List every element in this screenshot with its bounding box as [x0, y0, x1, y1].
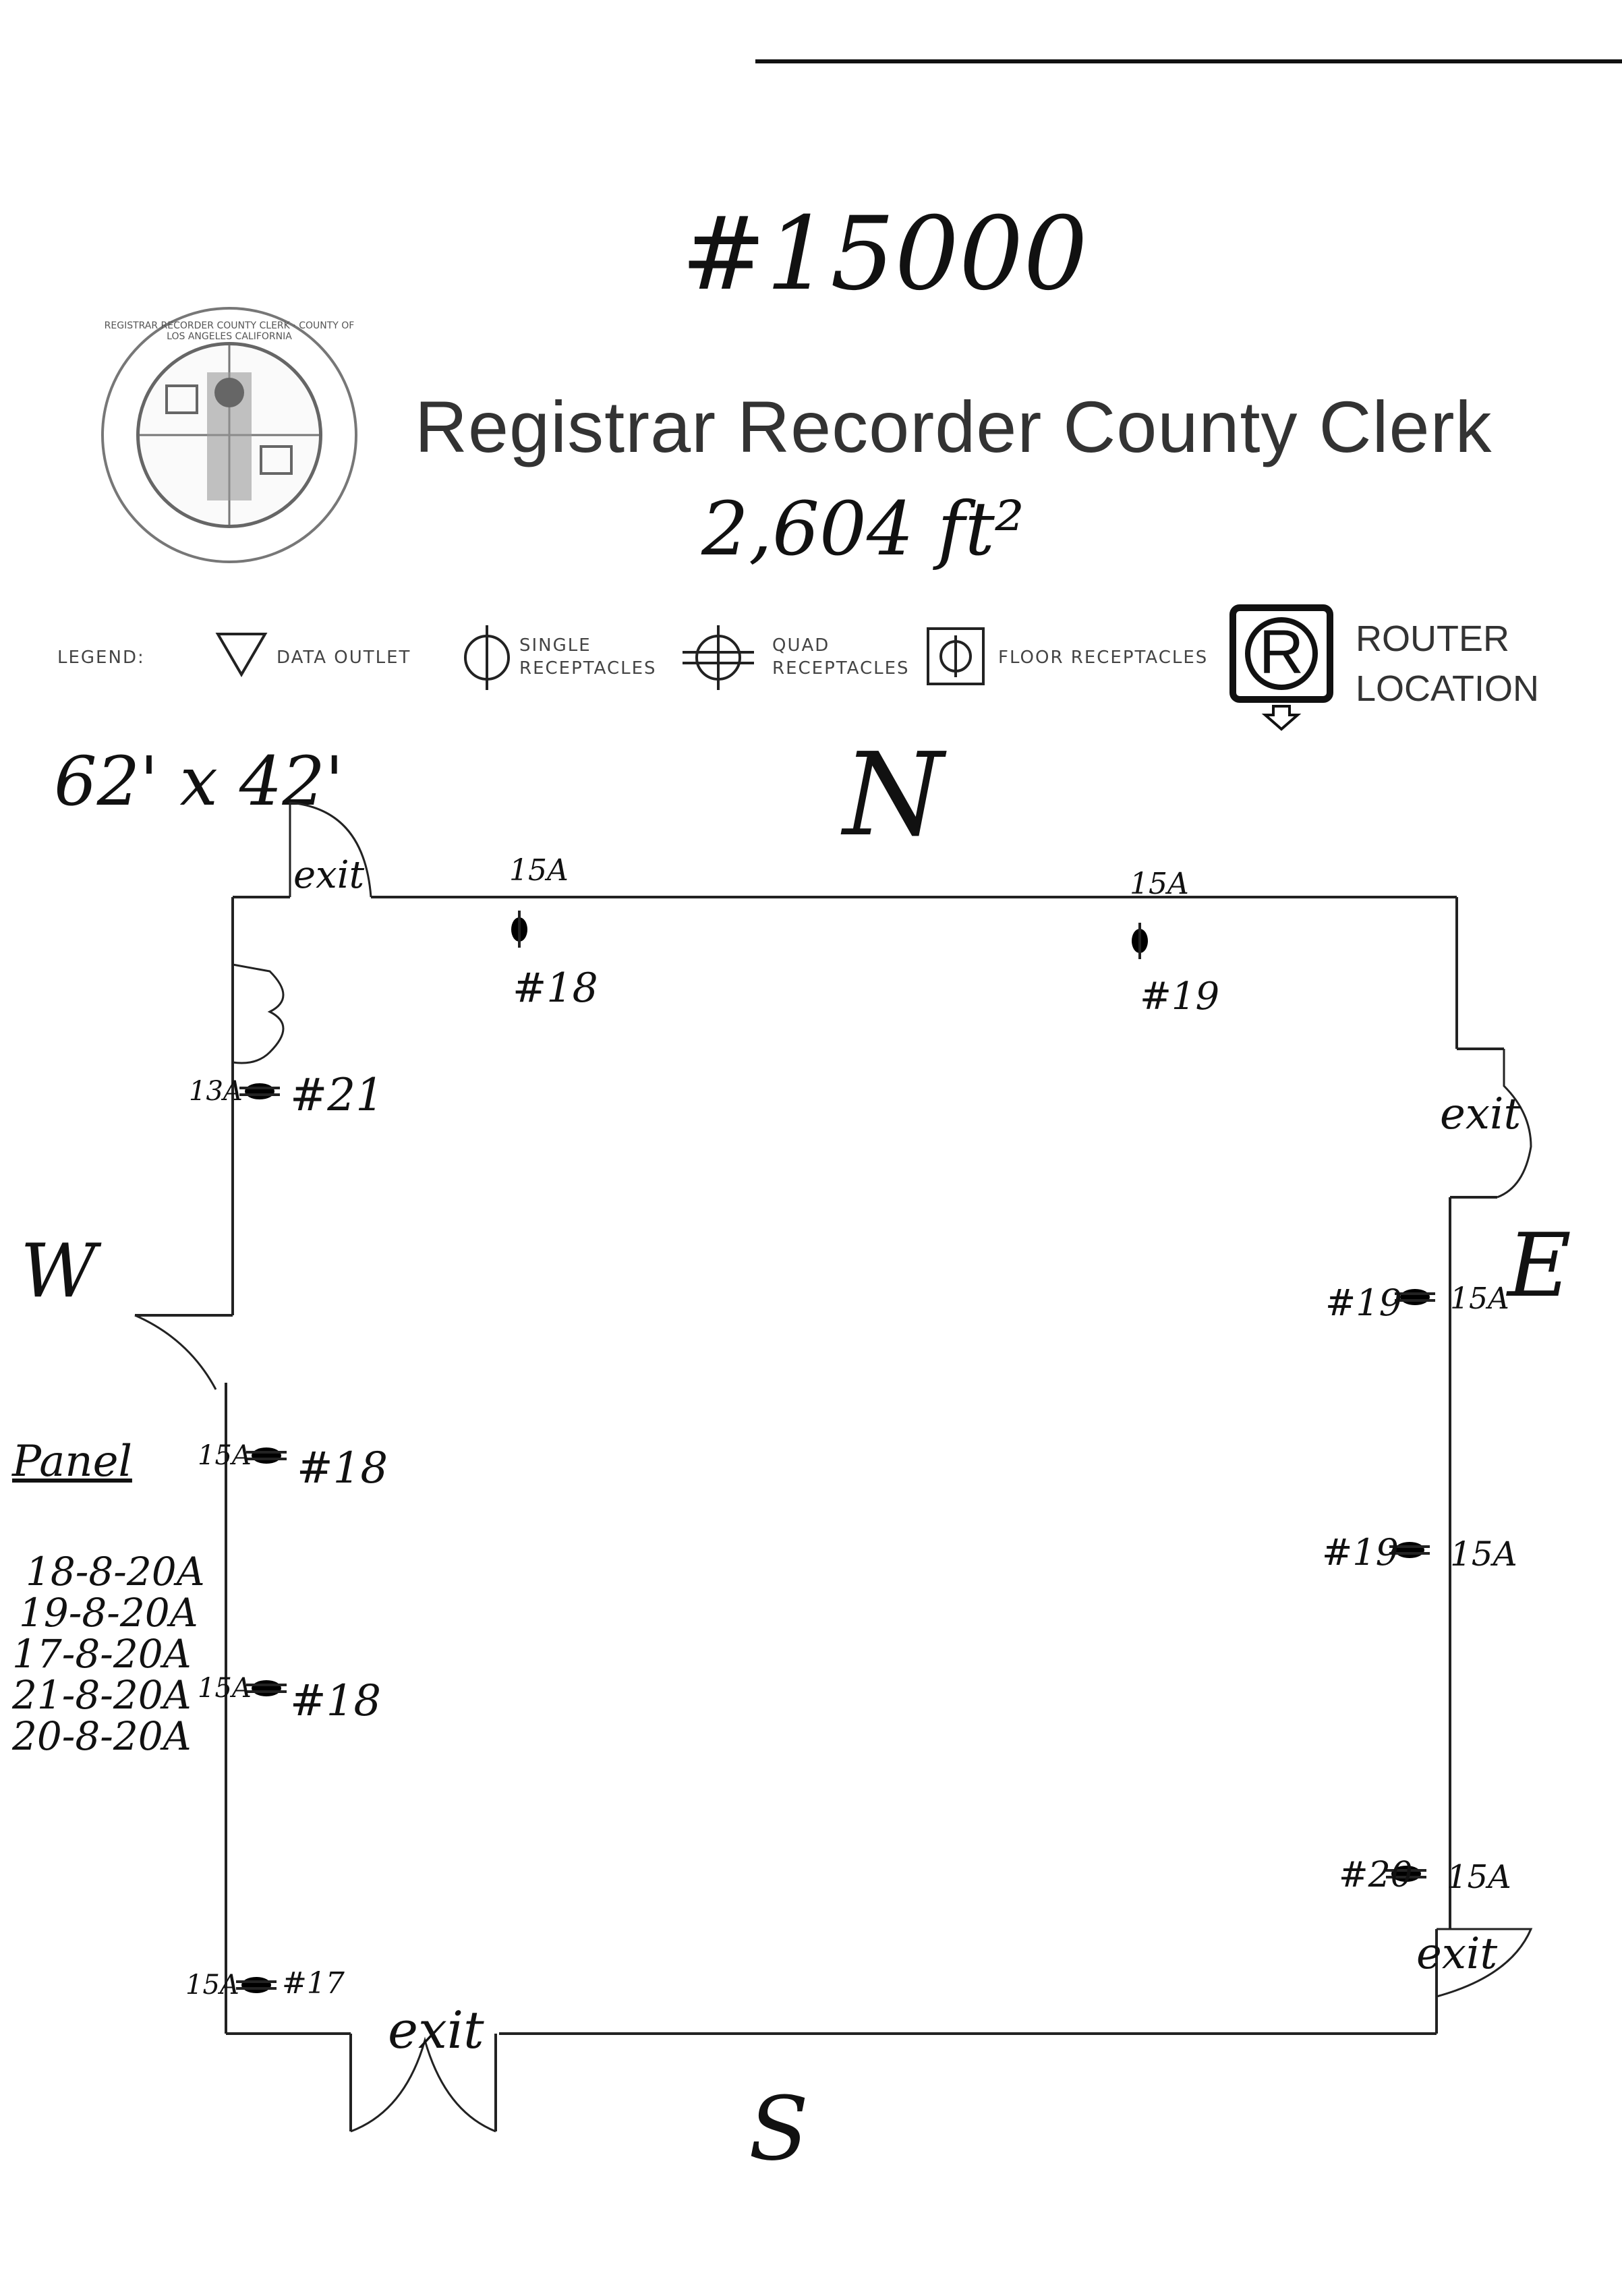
compass-north: N [843, 728, 944, 862]
east-exit-door-swing [1497, 1049, 1532, 1199]
legend-label: LEGEND: [57, 648, 145, 668]
panel-line: 19-8-20A [19, 1589, 198, 1636]
receptacle-west-2-icon [246, 1447, 287, 1464]
handwritten-id: #15000 [681, 196, 1088, 313]
area-label: 2,604 ft² [701, 486, 1024, 572]
compass-south: S [749, 2077, 809, 2180]
exit-label-south: exit [388, 2000, 484, 2060]
receptacle-east-3-amp: 15A [1447, 1858, 1511, 1896]
legend-quad-receptacles-label: QUAD RECEPTACLES [772, 635, 910, 679]
county-seal-logo: REGISTRAR RECORDER COUNTY CLERK · COUNTY… [101, 307, 357, 563]
receptacle-west-4-icon [236, 1977, 277, 1993]
router-symbol: R [1258, 618, 1304, 687]
router-icon [1229, 604, 1333, 731]
single-receptacle-icon [464, 625, 510, 690]
east-exit-door-swing-south [1436, 1928, 1533, 1998]
receptacle-north-left-icon [511, 911, 527, 948]
receptacle-east-1-circuit: #19 [1325, 1282, 1402, 1324]
west-door-swing [134, 1314, 217, 1390]
receptacle-north-left-circuit: #18 [513, 965, 598, 1012]
compass-west: W [20, 1228, 97, 1314]
receptacle-north-right-amp: 15A [1130, 867, 1189, 901]
receptacle-west-3-icon [246, 1680, 287, 1696]
receptacle-west-1-icon [239, 1083, 280, 1099]
panel-line: 18-8-20A [26, 1549, 205, 1595]
floor-receptacle-icon [927, 627, 985, 685]
legend-floor-receptacles-label: FLOOR RECEPTACLES [998, 648, 1209, 668]
panel-line: 21-8-20A [12, 1671, 192, 1718]
panel-title: Panel [12, 1437, 132, 1487]
north-exit-door-swing [289, 801, 372, 898]
receptacle-east-2-amp: 15A [1450, 1534, 1517, 1574]
triangle-icon [215, 633, 268, 677]
receptacle-east-2-icon [1389, 1542, 1430, 1558]
receptacle-west-3-circuit: #18 [290, 1676, 382, 1726]
legend-single-receptacles-label: SINGLE RECEPTACLES [519, 635, 657, 679]
receptacle-west-1-amp: 13A [189, 1076, 243, 1107]
legend-data-outlet-label: DATA OUTLET [277, 648, 411, 668]
receptacle-west-4-amp: 15A [185, 1970, 239, 2001]
receptacle-north-right-icon [1132, 923, 1148, 959]
exit-label-north: exit [293, 853, 365, 897]
receptacle-west-2-circuit: #18 [297, 1443, 388, 1493]
seal-emblem [136, 342, 322, 528]
seal-text: REGISTRAR RECORDER COUNTY CLERK · COUNTY… [104, 320, 355, 342]
receptacle-east-1-icon [1395, 1289, 1435, 1305]
panel-line: 20-8-20A [12, 1713, 192, 1759]
receptacle-west-3-amp: 15A [198, 1673, 252, 1704]
page-title: Registrar Recorder County Clerk [415, 386, 1493, 467]
receptacle-east-3-icon [1386, 1866, 1426, 1882]
receptacle-east-2-circuit: #19 [1322, 1531, 1399, 1574]
exit-label-southeast: exit [1416, 1929, 1498, 1979]
west-alcove [232, 963, 285, 1064]
exit-label-east: exit [1440, 1089, 1522, 1139]
router-label-line2: LOCATION [1356, 668, 1540, 709]
receptacle-east-3-circuit: #20 [1339, 1855, 1413, 1895]
seal-emblem-icon [140, 345, 319, 525]
receptacle-north-left-amp: 15A [509, 853, 569, 888]
quad-receptacle-icon [683, 625, 754, 690]
south-exit-door-swing [350, 2036, 496, 2133]
panel-line: 17-8-20A [12, 1630, 192, 1677]
top-edge-line [755, 59, 1622, 63]
router-location-label: ROUTER LOCATION [1356, 614, 1539, 714]
receptacle-west-2-amp: 15A [198, 1440, 252, 1471]
panel-schedule: 18-8-20A 19-8-20A 17-8-20A 21-8-20A 20-8… [12, 1551, 205, 1756]
room-dimensions-label: 62' x 42' [54, 742, 344, 821]
receptacle-north-right-circuit: #19 [1140, 975, 1220, 1018]
compass-east: E [1507, 1214, 1571, 1317]
router-label-line1: ROUTER [1356, 619, 1509, 659]
receptacle-west-4-circuit: #17 [282, 1966, 345, 2001]
receptacle-west-1-circuit: #21 [290, 1069, 384, 1121]
receptacle-east-1-amp: 15A [1450, 1282, 1509, 1316]
